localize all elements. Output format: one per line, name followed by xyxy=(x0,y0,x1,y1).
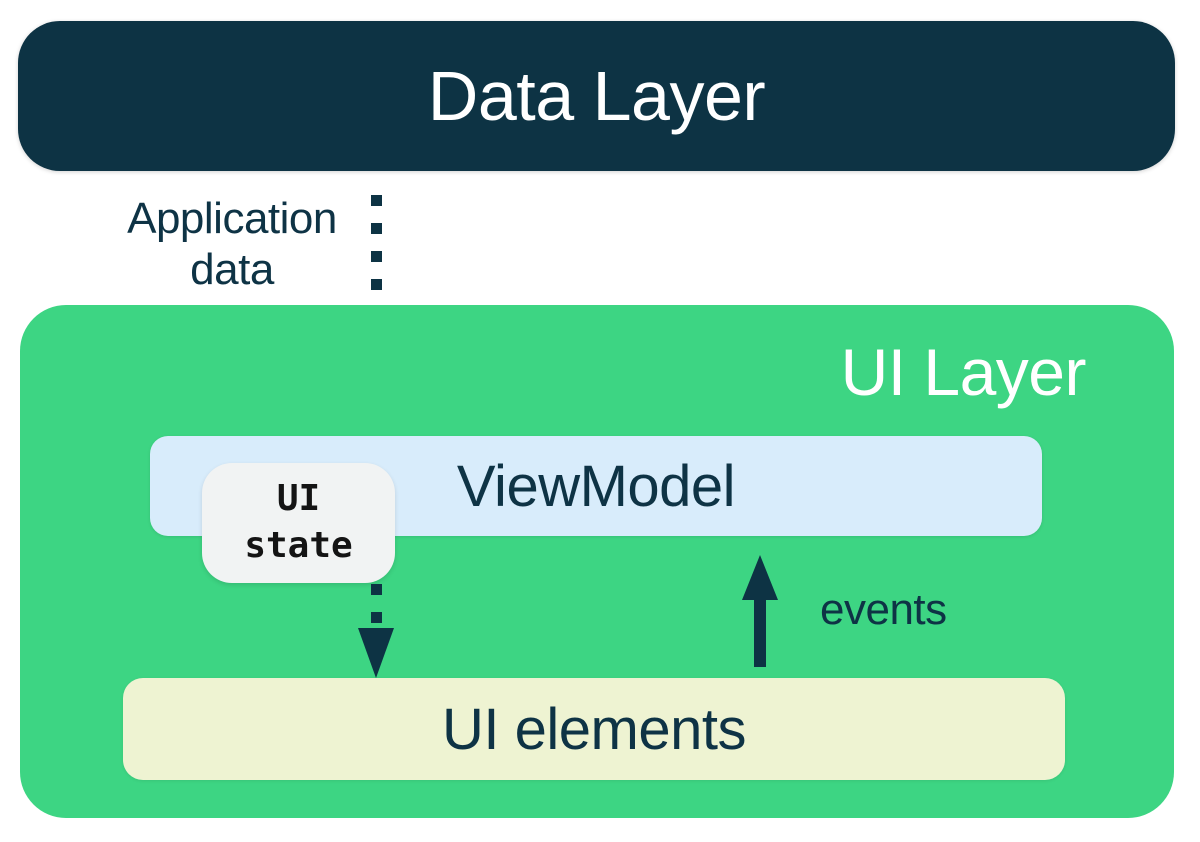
events-arrow-line xyxy=(754,597,766,667)
application-data-line2: data xyxy=(190,244,274,294)
ui-state-line2: state xyxy=(244,525,353,566)
ui-state-chip: UI state xyxy=(202,463,395,583)
data-layer-box: Data Layer xyxy=(18,21,1175,171)
viewmodel-label: ViewModel xyxy=(456,453,736,519)
application-data-arrow-line xyxy=(371,195,382,375)
application-data-label: Application data xyxy=(82,194,382,295)
ui-state-line1: UI xyxy=(276,478,321,520)
events-label: events xyxy=(820,585,947,634)
application-data-line1: Application xyxy=(127,194,337,243)
ui-elements-label: UI elements xyxy=(442,696,746,762)
events-arrowhead-icon xyxy=(742,555,778,600)
ui-layer-label: UI Layer xyxy=(840,335,1087,409)
data-layer-label: Data Layer xyxy=(427,57,766,135)
ui-elements-box: UI elements xyxy=(123,678,1065,780)
ui-state-arrow-line xyxy=(371,584,382,624)
ui-state-arrowhead-icon xyxy=(358,628,394,678)
